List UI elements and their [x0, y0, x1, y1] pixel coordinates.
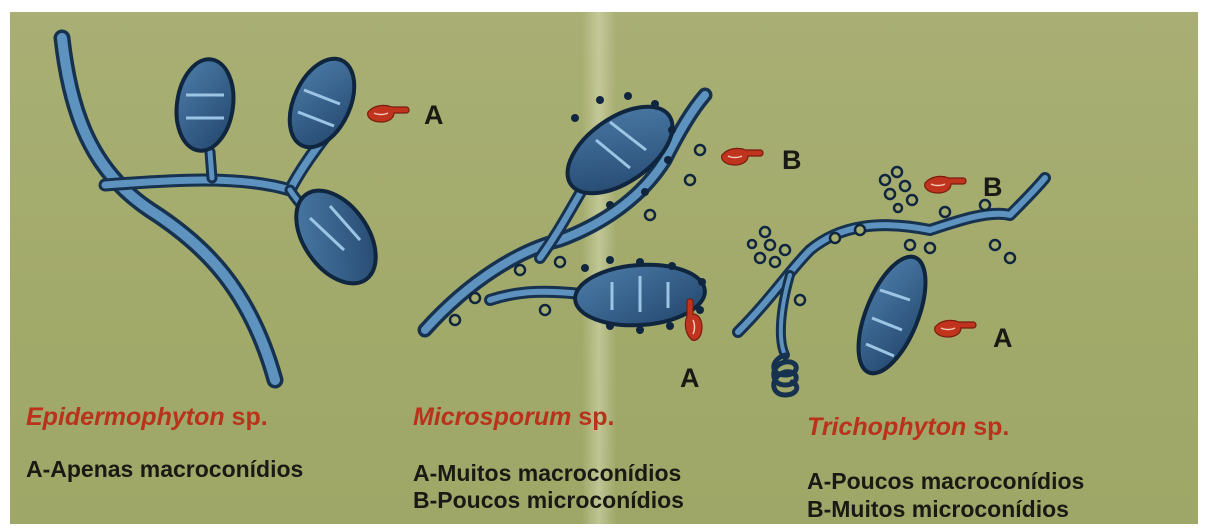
- species-name: Trichophyton sp.: [807, 413, 1009, 442]
- species-name: Microsporum sp.: [413, 403, 614, 432]
- description-line: B-Poucos microconídios: [413, 487, 684, 514]
- pointer-hand-icon: [368, 105, 409, 122]
- epidermophyton-drawing: [62, 38, 392, 380]
- species-suffix: sp.: [966, 413, 1009, 441]
- genus-name: Microsporum: [413, 403, 571, 431]
- species-name: Epidermophyton sp.: [26, 403, 268, 432]
- species-suffix: sp.: [571, 403, 614, 431]
- marker-letter: A: [993, 323, 1013, 354]
- description-line: B-Muitos microconídios: [807, 496, 1069, 523]
- microsporum-drawing: [425, 89, 707, 334]
- pointer-hand-icon: [925, 176, 966, 193]
- species-suffix: sp.: [225, 403, 268, 431]
- marker-letter: B: [782, 145, 802, 176]
- genus-name: Epidermophyton: [26, 403, 225, 431]
- marker-letter: B: [983, 172, 1003, 203]
- genus-name: Trichophyton: [807, 413, 966, 441]
- description-line: A-Apenas macroconídios: [26, 456, 303, 483]
- pointer-hand-icon: [722, 148, 763, 165]
- pointer-hand-icon: [935, 320, 976, 337]
- marker-letter: A: [424, 100, 444, 131]
- description-line: A-Muitos macroconídios: [413, 460, 681, 487]
- description-line: A-Poucos macroconídios: [807, 468, 1084, 495]
- marker-letter: A: [680, 363, 700, 394]
